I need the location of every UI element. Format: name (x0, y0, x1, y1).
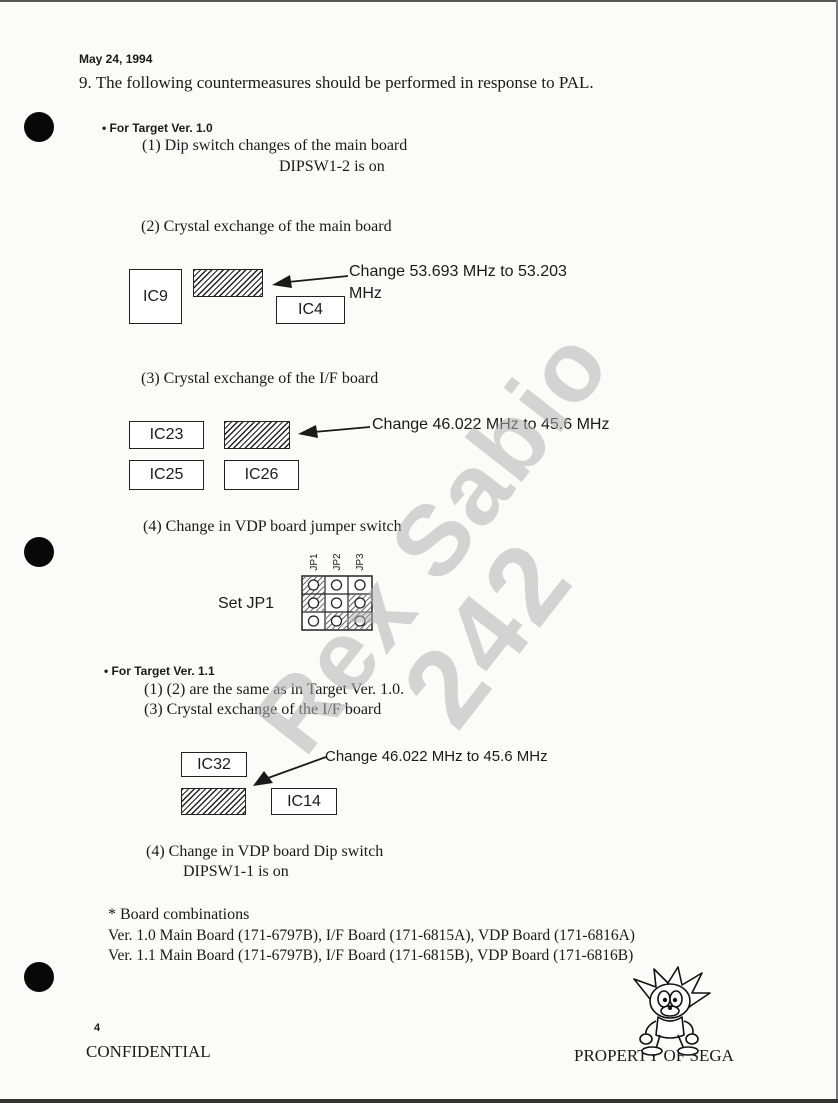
step1-text: (1) Dip switch changes of the main board (142, 137, 408, 154)
v11-line1: (1) (2) are the same as in Target Ver. 1… (144, 681, 405, 698)
punch-hole-icon (24, 537, 54, 567)
ic26-chip: IC26 (224, 460, 299, 490)
ic23-chip: IC23 (129, 421, 204, 449)
ic9-chip: IC9 (129, 269, 182, 324)
page-edge-right (836, 0, 838, 1103)
sonic-mascot-icon (633, 966, 711, 1056)
page-edge-top (0, 0, 838, 2)
target-v10-label: • For Target Ver. 1.0 (102, 121, 213, 135)
step3-note: Change 46.022 MHz to 45.6 MHz (372, 416, 610, 433)
v11-step3-text: (3) Crystal exchange of the I/F board (144, 701, 382, 718)
step1-detail: DIPSW1-2 is on (279, 158, 385, 175)
jumper-label-jp1: JP1 (308, 553, 320, 571)
crystal-main-board (193, 269, 263, 297)
ic25-chip: IC25 (129, 460, 204, 490)
ic4-chip: IC4 (276, 296, 345, 324)
crystal-if-board (224, 421, 290, 449)
v11-step4-text: (4) Change in VDP board Dip switch (146, 843, 384, 860)
set-jp1-label: Set JP1 (218, 595, 275, 612)
board-combination-row: Ver. 1.1 Main Board (171-6797B), I/F Boa… (108, 947, 634, 964)
board-combinations-title: * Board combinations (108, 906, 250, 923)
page-number: 4 (94, 1022, 101, 1034)
punch-hole-icon (24, 112, 54, 142)
arrow-left-icon (298, 425, 371, 438)
step2-text: (2) Crystal exchange of the main board (141, 218, 392, 235)
ic14-chip: IC14 (271, 788, 337, 815)
jumper-block-diagram (301, 575, 373, 631)
arrow-left-icon (253, 756, 327, 786)
confidential-label: CONFIDENTIAL (86, 1042, 211, 1061)
step3-text: (3) Crystal exchange of the I/F board (141, 370, 379, 387)
document-date: May 24, 1994 (79, 52, 153, 66)
v11-step4-detail: DIPSW1-1 is on (183, 863, 289, 880)
board-combination-row: Ver. 1.0 Main Board (171-6797B), I/F Boa… (108, 927, 635, 944)
punch-hole-icon (24, 962, 54, 992)
step4-text: (4) Change in VDP board jumper switch (143, 518, 402, 535)
page-edge-bottom (0, 1099, 838, 1103)
step2-note-line1: Change 53.693 MHz to 53.203 (349, 263, 567, 280)
step2-note-line2: MHz (349, 285, 382, 302)
section-heading: 9. The following countermeasures should … (79, 73, 594, 92)
v11-note: Change 46.022 MHz to 45.6 MHz (325, 748, 548, 765)
crystal-v11-if-board (181, 788, 246, 815)
ic32-chip: IC32 (181, 752, 247, 777)
target-v11-label: • For Target Ver. 1.1 (104, 664, 215, 678)
arrow-left-icon (272, 275, 349, 288)
